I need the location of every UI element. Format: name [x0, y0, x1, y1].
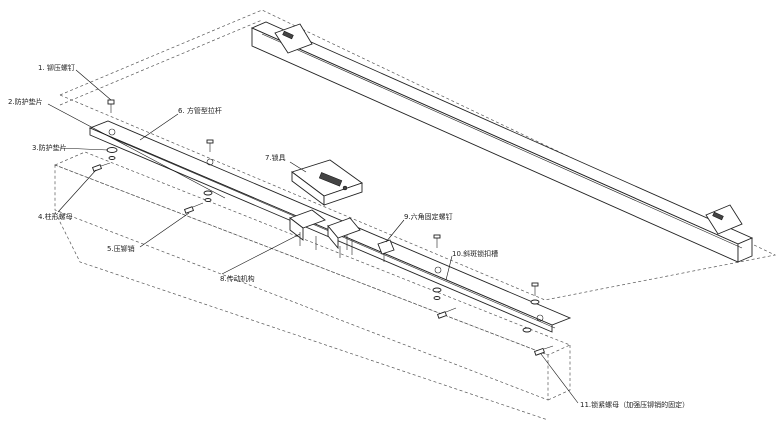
callout-lock-catch-slot: 10.斜斑锁扣槽 — [452, 249, 498, 258]
door-outline-side — [547, 345, 571, 401]
door-outline-back — [54, 211, 549, 421]
callout-rivet-screw: 1. 铆压螺钉 — [38, 63, 75, 72]
pin-top-center — [206, 139, 214, 152]
callout-hex-fixing-screw: 9.六角固定螺钉 — [404, 212, 453, 221]
callout-protective-gasket-3: 3.防护垫片 — [32, 143, 67, 152]
lock-nut — [533, 345, 554, 356]
square-tube-rod — [88, 120, 572, 333]
pin-near-mechanism — [346, 235, 353, 255]
washer-center — [203, 190, 213, 202]
callout-square-tube-rod: 6. 方管型拉杆 — [178, 106, 222, 115]
leader-lines — [47, 69, 579, 404]
washer-right — [432, 287, 442, 300]
callout-lock-nut: 11.锁紧螺母（加强压铆销的固定） — [580, 400, 689, 409]
panel-outline-top — [59, 9, 777, 301]
callout-protective-gasket-2: 2.防护垫片 — [8, 97, 43, 106]
callout-press-rivet-pin: 5.压铆销 — [107, 244, 135, 253]
pin-far-right — [530, 282, 540, 305]
panel-outline-inner — [59, 19, 263, 106]
pin-right-top — [433, 234, 441, 248]
upper-channel-rail — [250, 21, 754, 263]
transmission-mechanism — [289, 209, 361, 258]
cylinder-nut — [91, 162, 111, 172]
washer-left — [106, 147, 118, 160]
callout-cylinder-nut: 4.柱形螺母 — [38, 212, 73, 221]
callout-lock: 7.锁具 — [265, 153, 286, 162]
hex-fixing-screw — [377, 239, 395, 262]
rivet-screw — [107, 99, 115, 113]
door-outline-top — [54, 151, 571, 356]
callout-transmission-mechanism: 8.传动机构 — [220, 274, 255, 283]
press-rivet-pin-right — [436, 307, 457, 319]
press-rivet-pin-left — [183, 202, 204, 214]
small-fasteners — [91, 99, 554, 356]
washer-lower-right — [522, 327, 532, 333]
lock-body — [291, 159, 363, 206]
